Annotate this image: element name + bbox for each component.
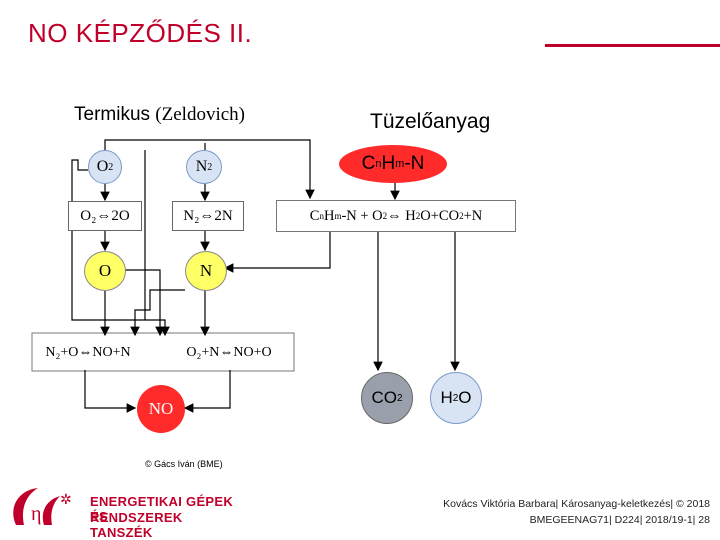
no-product: NO [137, 385, 185, 433]
fuel-heading: Tüzelőanyag [370, 110, 491, 133]
logo-line-1: ENERGETIKAI GÉPEK ÉS [90, 494, 234, 524]
svg-text:✲: ✲ [60, 492, 72, 508]
n-atom: N [185, 251, 227, 291]
image-credit: © Gács Iván (BME) [145, 459, 223, 469]
reaction-right: O₂+N⇔NO+O [186, 345, 272, 360]
logo-line-2: RENDSZEREK TANSZÉK [90, 510, 183, 540]
thermal-heading: Termikus (Zeldovich) [74, 104, 245, 125]
title-accent-line [545, 44, 720, 47]
slide-title: NO KÉPZŐDÉS II. [28, 18, 253, 48]
department-logo: η ✲ ENERGETIKAI GÉPEK ÉS RENDSZEREK TANS… [6, 480, 236, 540]
o-atom: O [84, 251, 126, 291]
footer-course-line: BMEGEENAG71| D224| 2018/19-1| 28 [529, 514, 710, 526]
reaction-left: N₂+O⇔NO+N [45, 345, 131, 360]
svg-text:η: η [31, 503, 41, 525]
n2-dissociation-box: N₂⇔2N [172, 201, 244, 231]
o2-dissociation-box: O₂⇔2O [68, 201, 142, 231]
footer-author-line: Kovács Viktória Barbara| Károsanyag-kele… [443, 498, 710, 510]
eta-logo-icon: η ✲ [13, 488, 72, 525]
